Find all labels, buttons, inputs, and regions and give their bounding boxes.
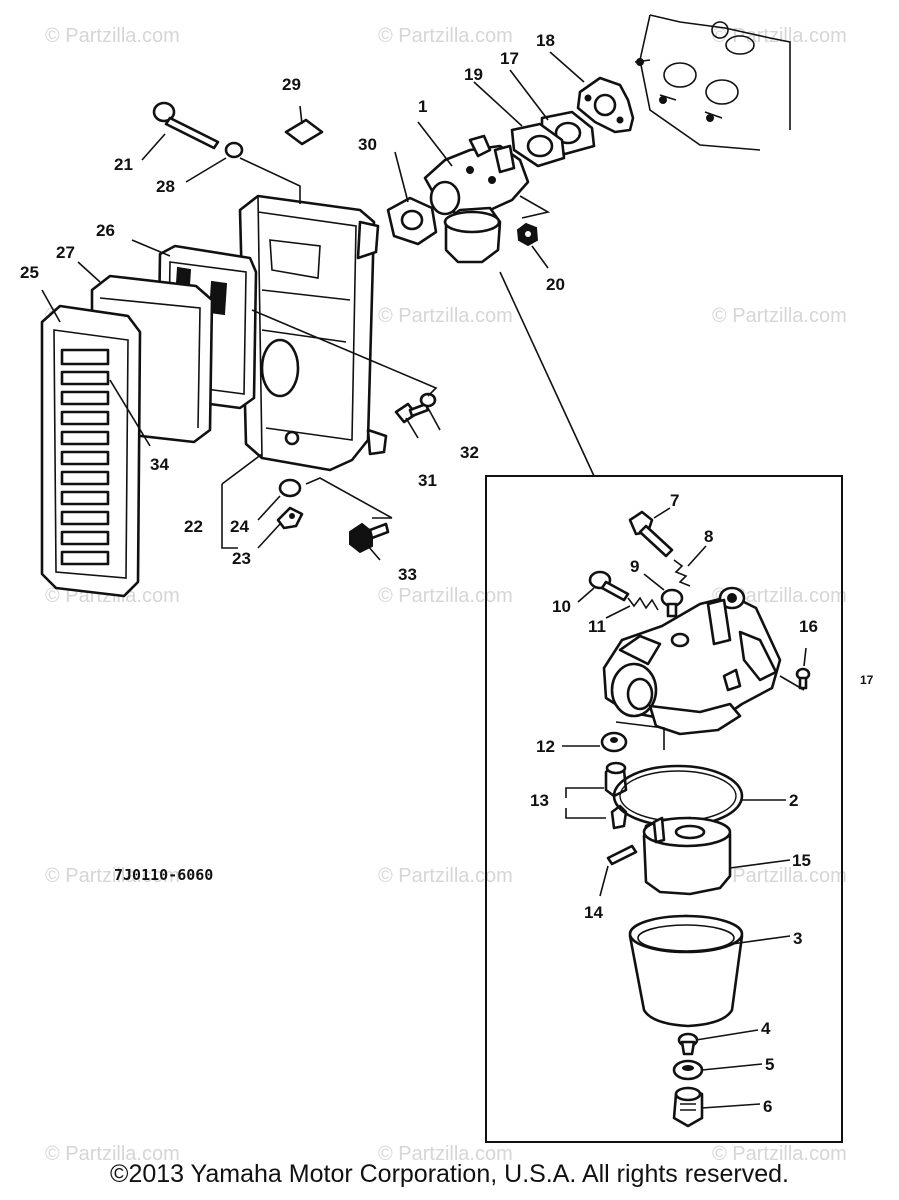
callout-3: 3 [793, 929, 802, 948]
callout-21: 21 [114, 155, 133, 174]
part-clip-23 [276, 506, 304, 530]
callout-22: 22 [184, 517, 203, 536]
callout-15: 15 [792, 851, 811, 870]
watermark: © Partzilla.com [45, 865, 180, 887]
watermark: © Partzilla.com [378, 305, 513, 327]
part-pad-29 [284, 118, 324, 146]
watermark: © Partzilla.com [712, 305, 847, 327]
leader-lines-left [41, 51, 585, 561]
part-float-15 [642, 816, 732, 896]
part-drain-screw-4 [677, 1032, 699, 1056]
watermark: © Partzilla.com [712, 865, 847, 887]
callout-16: 16 [799, 617, 818, 636]
callout-1: 1 [418, 97, 427, 116]
watermark: © Partzilla.com [45, 1143, 180, 1165]
callout-26: 26 [96, 221, 115, 240]
callout-8: 8 [704, 527, 713, 546]
leader-line [519, 195, 551, 219]
part-washer-12 [600, 731, 628, 753]
callout-14: 14 [584, 903, 603, 922]
part-bolt-33 [349, 522, 390, 554]
callout-33: 33 [398, 565, 417, 584]
watermark: © Partzilla.com [378, 25, 513, 47]
watermark: © Partzilla.com [45, 25, 180, 47]
watermark: © Partzilla.com [378, 585, 513, 607]
callout-28: 28 [156, 177, 175, 196]
callout-25: 25 [20, 263, 39, 282]
part-carburetor-body [602, 586, 782, 736]
callout-9: 9 [630, 557, 639, 576]
watermark: © Partzilla.com [378, 865, 513, 887]
callout-24: 24 [230, 517, 249, 536]
part-nut-20 [516, 222, 539, 247]
callout-17: 17 [500, 49, 519, 68]
callout-18: 18 [536, 31, 555, 50]
part-insulator-plate [576, 76, 635, 134]
callout-17-partial: 17 [860, 673, 874, 687]
copyright-notice: ©2013 Yamaha Motor Corporation, U.S.A. A… [110, 1160, 789, 1188]
callout-10: 10 [552, 597, 571, 616]
part-gasket-30 [386, 196, 438, 246]
part-grommet-24 [278, 478, 302, 498]
part-bolt-6 [672, 1086, 704, 1128]
callout-labels: 1 2 3 4 5 6 7 8 9 10 11 12 13 14 15 16 1… [20, 31, 874, 1116]
part-screw-7 [628, 510, 674, 558]
callout-19: 19 [464, 65, 483, 84]
detail-connector-line [499, 271, 595, 477]
watermark: © Partzilla.com [712, 25, 847, 47]
part-screw-9 [660, 588, 684, 618]
part-screw-10 [588, 570, 630, 602]
watermark: © Partzilla.com [712, 1143, 847, 1165]
callout-12: 12 [536, 737, 555, 756]
callout-13: 13 [530, 791, 549, 810]
callout-23: 23 [232, 549, 251, 568]
part-washer-32 [419, 392, 437, 408]
callout-5: 5 [765, 1055, 774, 1074]
callout-30: 30 [358, 135, 377, 154]
engine-block-fragment [634, 14, 791, 151]
part-pin-14 [606, 844, 638, 866]
callout-31: 31 [418, 471, 437, 490]
part-air-cleaner-cover [40, 304, 142, 598]
part-screw-16 [795, 667, 811, 690]
part-gasket-19 [510, 122, 566, 168]
callout-7: 7 [670, 491, 679, 510]
diagram-code: 7J0110-6060 [114, 866, 213, 884]
part-main-jet-13 [604, 761, 628, 798]
part-washer-28 [224, 141, 244, 159]
part-spring-11 [627, 596, 659, 611]
callout-29: 29 [282, 75, 301, 94]
part-screw-31 [394, 402, 430, 424]
detail-box [485, 475, 843, 1143]
part-air-cleaner-case [238, 194, 388, 472]
part-washer-5 [672, 1059, 704, 1081]
part-knob-bolt [152, 101, 220, 150]
watermark: © Partzilla.com [378, 1143, 513, 1165]
callout-11: 11 [588, 617, 606, 636]
callout-34: 34 [150, 455, 169, 474]
callout-32: 32 [460, 443, 479, 462]
part-float-bowl-3 [628, 914, 744, 1028]
callout-27: 27 [56, 243, 75, 262]
callout-6: 6 [763, 1097, 772, 1116]
part-spring-8 [673, 559, 691, 587]
callout-2: 2 [789, 791, 798, 810]
part-carburetor-assembly [423, 134, 530, 264]
callout-20: 20 [546, 275, 565, 294]
leader-lines-detail [562, 507, 807, 1109]
callout-4: 4 [761, 1019, 771, 1038]
